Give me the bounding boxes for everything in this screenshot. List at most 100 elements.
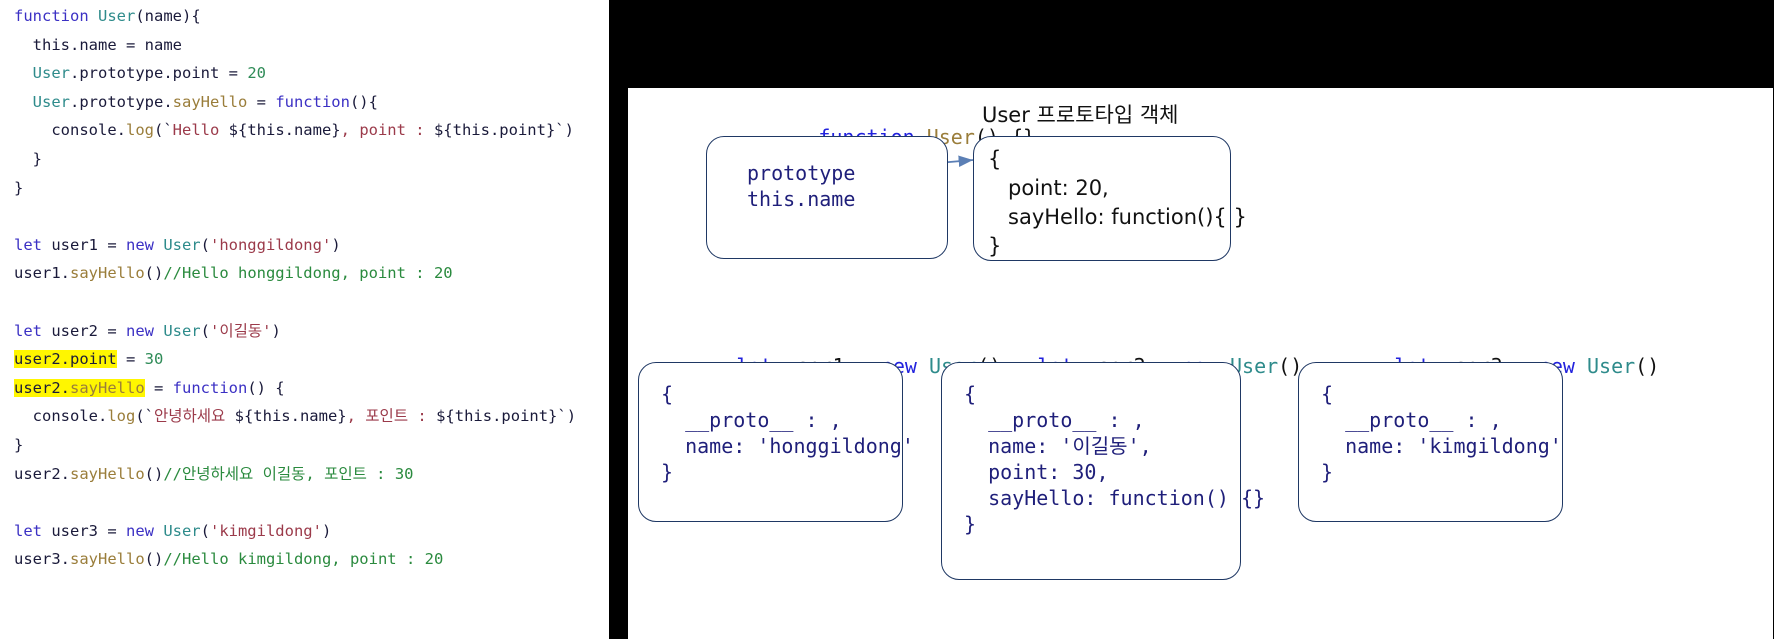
- parens: (): [1635, 354, 1660, 378]
- code-token: .prototype.point =: [70, 64, 248, 83]
- box-line: }: [661, 460, 674, 484]
- box-line: {: [661, 382, 674, 406]
- code-token: =: [116, 350, 145, 369]
- code-token: this: [14, 35, 70, 54]
- prototype-object-label: User 프로토타입 객체: [982, 103, 1179, 127]
- code-token: let: [14, 521, 52, 540]
- box-line: {: [1321, 382, 1334, 406]
- code-token: user3 =: [51, 521, 126, 540]
- code-token: `): [557, 407, 577, 426]
- code-token: 안녕하세요: [154, 407, 235, 426]
- code-line: function User(name){: [14, 2, 576, 31]
- code-line: console.log(`안녕하세요 ${this.name}, 포인트 : $…: [14, 402, 576, 431]
- box-line: sayHello: function(){ }: [988, 205, 1247, 229]
- box-line: name: 'kimgildong': [1321, 434, 1562, 458]
- code-token: '이길동': [209, 321, 272, 340]
- box-line: __proto__ : ,: [1321, 408, 1502, 432]
- code-token: 'honggildong': [209, 235, 332, 254]
- code-token-highlighted: user2.point: [14, 350, 117, 369]
- code-line: let user1 = new User('honggildong'): [14, 231, 576, 260]
- code-editor-panel: function User(name){ this.name = name Us…: [0, 0, 609, 639]
- code-token: (): [144, 550, 164, 569]
- code-token: (name){: [135, 7, 201, 25]
- code-line: }: [14, 145, 576, 174]
- box-line: this.name: [747, 187, 856, 211]
- code-token: User: [14, 64, 70, 83]
- code-token: .prototype.: [70, 92, 173, 111]
- code-line: this.name = name: [14, 31, 576, 60]
- code-line: User.prototype.sayHello = function(){: [14, 88, 576, 117]
- code-token: User: [163, 235, 201, 254]
- code-token: ,: [340, 121, 360, 140]
- code-line: }: [14, 174, 576, 203]
- code-token: }: [14, 149, 42, 168]
- code-line: [14, 488, 576, 517]
- code-token: User: [163, 521, 201, 540]
- code-token: ${this.point}: [433, 121, 556, 140]
- code-token: (: [200, 521, 210, 540]
- code-block: function User(name){ this.name = name Us…: [14, 2, 576, 574]
- code-token: (: [200, 321, 210, 340]
- code-token: console.: [14, 121, 126, 140]
- instance-box-user2-body: { __proto__ : , name: '이길동', point: 30, …: [964, 381, 1265, 537]
- code-line: }: [14, 431, 576, 460]
- code-token: sayHello: [70, 464, 145, 483]
- code-token: (: [200, 235, 210, 254]
- box-line: sayHello: function() {}: [964, 486, 1266, 510]
- code-token: sayHello: [70, 550, 145, 569]
- code-token: (): [144, 464, 164, 483]
- prototype-object-box: { point: 20, sayHello: function(){ }}: [973, 136, 1247, 261]
- code-token: User: [163, 321, 201, 340]
- code-token: ,: [346, 407, 366, 426]
- code-token: ${this.name}: [228, 121, 341, 140]
- code-token: new: [125, 521, 164, 540]
- code-token: user2.: [14, 464, 70, 483]
- code-line: user3.sayHello()//Hello kimgildong, poin…: [14, 545, 576, 574]
- code-token: function: [14, 7, 98, 25]
- code-token: User: [14, 92, 70, 111]
- box-line: __proto__ : ,: [661, 408, 842, 432]
- code-line: user2.sayHello = function() {: [14, 374, 576, 403]
- code-token: =: [144, 378, 173, 397]
- code-token: 'kimgildong': [209, 521, 322, 540]
- box-line: __proto__ : ,: [964, 408, 1145, 432]
- code-token: 30: [144, 350, 164, 369]
- code-token: ): [321, 521, 332, 540]
- code-token: //안녕하세요 이길동, 포인트 : 30: [163, 464, 414, 483]
- instance-box-user3: { __proto__ : , name: 'kimgildong'}: [1298, 362, 1563, 522]
- box-line: }: [1321, 460, 1334, 484]
- code-line: let user3 = new User('kimgildong'): [14, 517, 576, 546]
- code-token-highlighted: user2.: [14, 378, 70, 397]
- code-token: (`: [135, 407, 154, 426]
- box-line: point: 20,: [988, 176, 1109, 200]
- code-token: ): [331, 235, 341, 254]
- box-line: prototype: [747, 161, 856, 185]
- code-token: Hello: [172, 121, 229, 140]
- code-token: sayHello: [70, 264, 145, 283]
- box-line: name: 'honggildong': [661, 434, 914, 458]
- code-token: let: [14, 321, 52, 340]
- code-token: ${this.point}: [436, 407, 558, 426]
- code-line: let user2 = new User('이길동'): [14, 317, 576, 346]
- box-line: {: [988, 147, 1002, 171]
- instance-box-user2: { __proto__ : , name: '이길동', point: 30, …: [941, 362, 1265, 580]
- class-name: User: [1587, 354, 1636, 378]
- box-line: point: 30,: [964, 460, 1109, 484]
- code-token: user1 =: [51, 235, 126, 254]
- code-token-highlighted: sayHello: [70, 378, 145, 397]
- code-token: new: [125, 235, 164, 254]
- code-token: `): [555, 121, 574, 140]
- code-token: }: [14, 178, 24, 197]
- box-line: name: '이길동',: [964, 434, 1152, 458]
- code-token: function: [275, 92, 350, 111]
- code-token: //Hello kimgildong, point : 20: [163, 550, 444, 569]
- code-token: let: [14, 235, 52, 254]
- code-token: (){: [349, 92, 378, 111]
- instance-box-user1-body: { __proto__ : , name: 'honggildong'}: [661, 381, 914, 485]
- code-token: User: [98, 7, 136, 25]
- code-token: ): [271, 321, 281, 340]
